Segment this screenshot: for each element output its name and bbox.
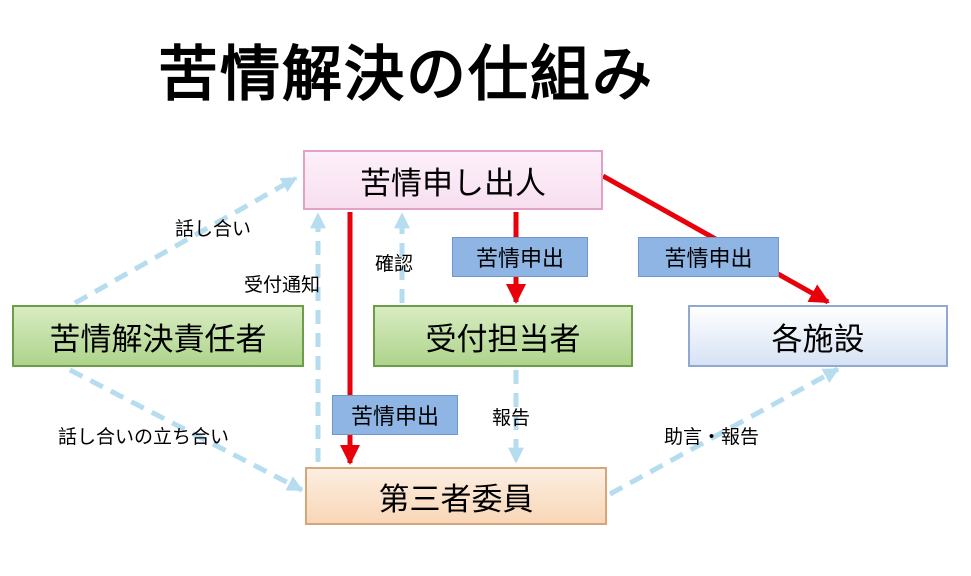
page-title: 苦情解決の仕組み	[158, 40, 654, 110]
node-resolver: 苦情解決責任者	[12, 305, 304, 367]
tag-complaint-to-reception: 苦情申出	[452, 237, 588, 277]
label-advice-report: 助言・報告	[664, 426, 760, 448]
label-discussion-attendance: 話し合いの立ち合い	[58, 426, 230, 448]
node-complainant: 苦情申し出人	[303, 150, 603, 210]
arrow-third-party-to-facilities	[608, 366, 840, 497]
label-reception-notice: 受付通知	[244, 274, 321, 296]
node-third-party: 第三者委員	[305, 467, 607, 525]
label-report: 報告	[492, 407, 531, 429]
label-confirmation: 確認	[375, 253, 414, 275]
arrow-resolver-to-third-party	[68, 367, 304, 493]
node-facilities: 各施設	[688, 305, 948, 367]
tag-complaint-to-facilities: 苦情申出	[638, 237, 779, 277]
node-reception: 受付担当者	[373, 305, 633, 367]
tag-complaint-to-third-party: 苦情申出	[332, 395, 458, 435]
arrow-resolver-to-complainant	[73, 175, 298, 306]
label-discussion: 話し合い	[175, 218, 252, 240]
